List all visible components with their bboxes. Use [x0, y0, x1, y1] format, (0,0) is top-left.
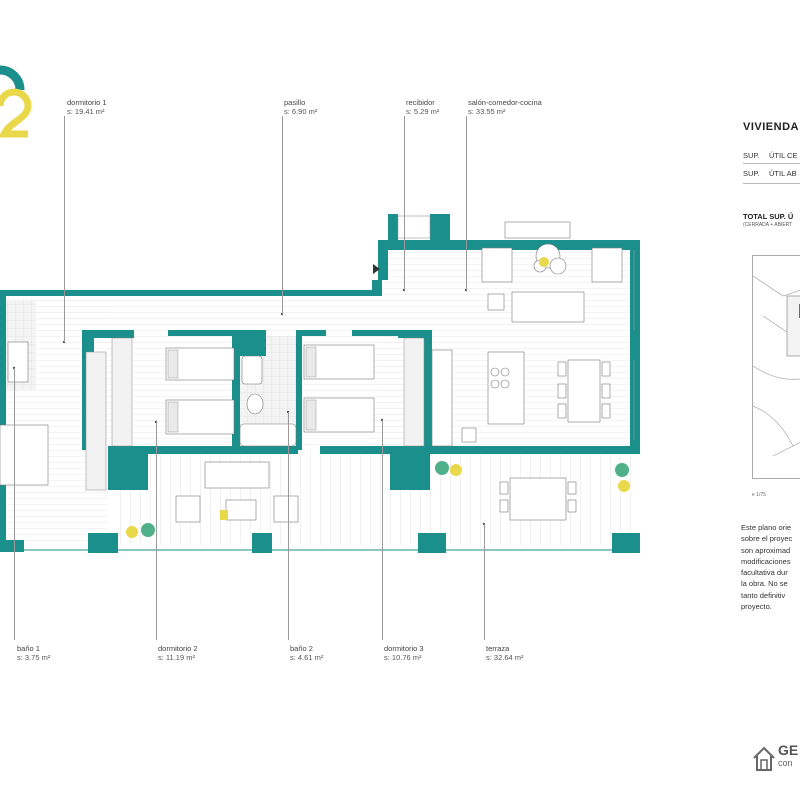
logo-text: GE — [778, 742, 799, 758]
leader-dormitorio2 — [156, 422, 157, 640]
leader-pasillo — [282, 116, 283, 314]
entrance-arrow — [373, 264, 380, 274]
logo-subtext: con — [778, 758, 793, 768]
total-area-label: TOTAL SUP. Ú — [743, 212, 794, 221]
leader-bano1 — [14, 368, 15, 640]
side-divider — [743, 163, 800, 164]
side-divider — [743, 183, 800, 184]
leader-salon — [466, 116, 467, 290]
site-plan-thumbnail — [752, 255, 800, 479]
disclaimer-text: Este plano orie sobre el proyec son apro… — [741, 523, 793, 612]
side-title: VIVIENDA — [743, 121, 799, 133]
leader-dormitorio1 — [64, 116, 65, 342]
side-row-open: SUP.ÚTIL AB — [743, 169, 797, 178]
unit-number-graphic — [0, 65, 32, 138]
leader-recibidor — [404, 116, 405, 290]
leader-terraza — [484, 524, 485, 640]
leader-dormitorio3 — [382, 420, 383, 640]
scale-label: e 1/75 — [752, 492, 766, 498]
plants — [126, 461, 630, 538]
side-row-closed: SUP.ÚTIL CE — [743, 151, 798, 160]
home-logo-icon — [753, 746, 775, 771]
leader-bano2 — [288, 412, 289, 640]
total-area-sublabel: (CERRADA + ABIERT — [743, 222, 793, 228]
walls — [0, 214, 640, 553]
